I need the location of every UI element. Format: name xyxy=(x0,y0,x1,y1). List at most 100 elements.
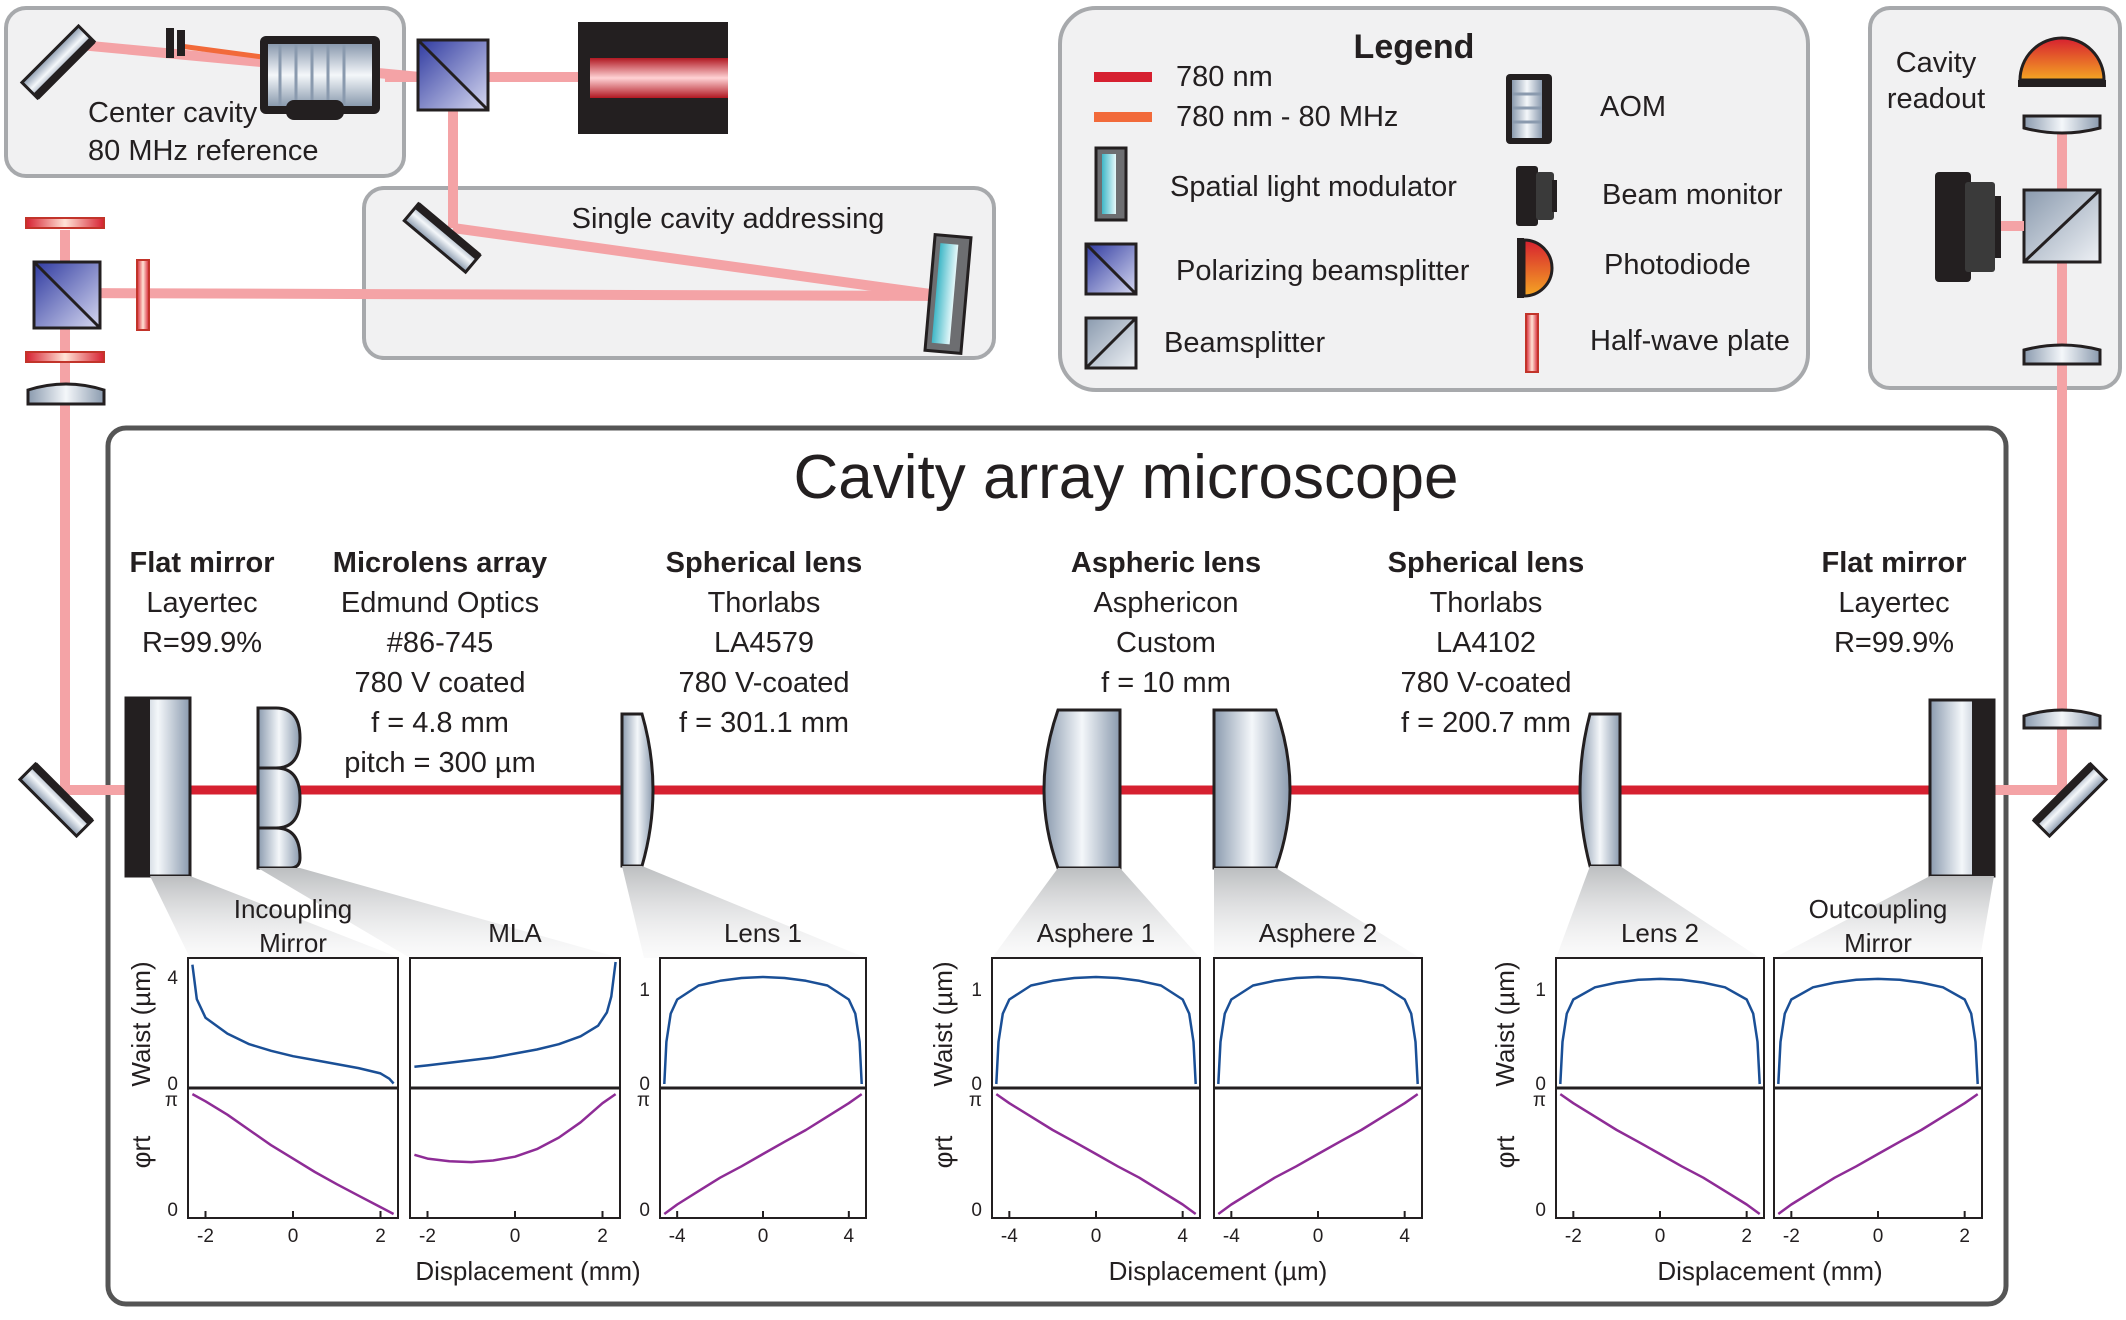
panel-title: MLA xyxy=(488,918,542,948)
orange-line-icon xyxy=(1094,112,1152,122)
svg-text:Custom: Custom xyxy=(1116,627,1216,659)
svg-text:pitch = 300 µm: pitch = 300 µm xyxy=(344,747,536,779)
legend-label: Polarizing beamsplitter xyxy=(1176,255,1470,287)
x-tick-label: 0 xyxy=(1091,1226,1102,1247)
microscope-title: Cavity array microscope xyxy=(794,443,1459,512)
x-axis-label: Displacement (mm) xyxy=(1657,1256,1882,1286)
y-tick-label: 0 xyxy=(1535,1200,1546,1221)
center-cavity-label: 80 MHz reference xyxy=(88,135,319,167)
waist-plot-frame xyxy=(659,957,867,1089)
shifted-beam xyxy=(179,43,271,61)
panel-title: Lens 1 xyxy=(724,918,802,948)
x-tick-label: 2 xyxy=(1959,1226,1970,1247)
y-axis-label-phase: φrt xyxy=(126,1135,156,1169)
waist-plot-frame xyxy=(991,957,1201,1089)
aom-icon xyxy=(1506,74,1552,144)
x-tick-label: 2 xyxy=(597,1226,608,1247)
phase-curve xyxy=(414,1093,617,1164)
cavity-readout-label: readout xyxy=(1887,83,1985,115)
y-tick-label: π xyxy=(165,1090,178,1111)
x-tick-label: 0 xyxy=(758,1226,769,1247)
component-aspheric-lens: Aspheric lens Asphericon Custom f = 10 m… xyxy=(1071,547,1261,699)
half-wave-plate-icon xyxy=(1525,313,1539,373)
svg-text:f = 301.1 mm: f = 301.1 mm xyxy=(679,707,849,739)
svg-text:#86-745: #86-745 xyxy=(387,627,493,659)
svg-text:Layertec: Layertec xyxy=(1838,587,1949,619)
spherical-lens-icon xyxy=(620,712,655,868)
svg-text:R=99.9%: R=99.9% xyxy=(142,627,262,659)
component-microlens-array: Microlens array Edmund Optics #86-745 78… xyxy=(333,547,547,779)
y-tick-label: π xyxy=(637,1090,650,1111)
aom-icon xyxy=(260,36,380,120)
x-tick-label: 2 xyxy=(1741,1226,1752,1247)
x-tick-label: 0 xyxy=(510,1226,521,1247)
asphere-1-icon xyxy=(1042,708,1122,870)
y-tick-label: 1 xyxy=(1535,980,1546,1001)
cavity-readout-label: Cavity xyxy=(1896,47,1977,79)
mirror-icon xyxy=(402,201,482,275)
component-spherical-lens-2: Spherical lens Thorlabs LA4102 780 V-coa… xyxy=(1388,547,1585,739)
y-tick-label: 4 xyxy=(167,968,178,989)
lens-icon xyxy=(2022,114,2102,135)
slm-icon xyxy=(1094,146,1128,222)
svg-text:Flat mirror: Flat mirror xyxy=(1821,547,1966,579)
panel-title: Asphere 2 xyxy=(1259,918,1378,948)
lens-icon xyxy=(26,382,106,406)
x-axis-label: Displacement (µm) xyxy=(1109,1256,1328,1286)
half-wave-plate-icon xyxy=(25,351,105,363)
waist-curve xyxy=(191,964,395,1085)
waist-curve xyxy=(414,961,617,1069)
phase-curve xyxy=(191,1093,395,1216)
beam-monitor-icon xyxy=(1516,166,1557,226)
mirror-icon xyxy=(2031,761,2109,839)
svg-text:Thorlabs: Thorlabs xyxy=(708,587,821,619)
x-tick-label: 2 xyxy=(375,1226,386,1247)
panel-title: Incoupling xyxy=(234,894,353,924)
svg-text:Edmund Optics: Edmund Optics xyxy=(341,587,539,619)
asphere-2-icon xyxy=(1212,708,1292,870)
svg-text:Aspheric lens: Aspheric lens xyxy=(1071,547,1261,579)
y-tick-label: π xyxy=(1533,1090,1546,1111)
x-tick-label: 0 xyxy=(288,1226,299,1247)
phase-curve xyxy=(1777,1093,1979,1216)
component-flat-mirror-out: Flat mirror Layertec R=99.9% xyxy=(1821,547,1966,659)
waist-plot-frame xyxy=(1555,957,1765,1089)
phase-curve xyxy=(1559,1093,1761,1216)
panel-title: Mirror xyxy=(1844,928,1912,958)
photodiode-icon xyxy=(1517,238,1554,298)
svg-text:780 V-coated: 780 V-coated xyxy=(679,667,850,699)
y-tick-label: 0 xyxy=(971,1200,982,1221)
photodiode-icon xyxy=(2018,36,2106,87)
panel-title: Lens 2 xyxy=(1621,918,1699,948)
x-tick-label: 4 xyxy=(844,1226,855,1247)
legend-label: 780 nm - 80 MHz xyxy=(1176,101,1398,133)
y-tick-label: 1 xyxy=(639,980,650,1001)
svg-text:Asphericon: Asphericon xyxy=(1093,587,1238,619)
red-line-icon xyxy=(1094,72,1152,82)
legend-label: 780 nm xyxy=(1176,61,1273,93)
x-tick-label: -4 xyxy=(1001,1226,1018,1247)
x-tick-label: 0 xyxy=(1873,1226,1884,1247)
waist-curve xyxy=(663,975,863,1085)
outcoupling-mirror-icon xyxy=(1928,698,1996,878)
component-spherical-lens-1: Spherical lens Thorlabs LA4579 780 V-coa… xyxy=(666,547,863,739)
y-tick-label: 0 xyxy=(971,1074,982,1095)
svg-text:Flat mirror: Flat mirror xyxy=(129,547,274,579)
legend-label: Photodiode xyxy=(1604,249,1751,281)
y-tick-label: 0 xyxy=(167,1200,178,1221)
y-tick-label: 0 xyxy=(167,1074,178,1095)
x-tick-label: 0 xyxy=(1655,1226,1666,1247)
plots: Displacement (mm)Waist (µm)φrtIncoupling… xyxy=(126,894,1983,1286)
zoom-shading xyxy=(150,866,1994,958)
waist-curve xyxy=(995,975,1197,1085)
half-wave-plate-icon xyxy=(25,217,105,229)
waist-plot-frame xyxy=(1773,957,1983,1089)
slm-icon xyxy=(923,233,973,355)
component-flat-mirror-in: Flat mirror Layertec R=99.9% xyxy=(129,547,274,659)
panel-title: Asphere 1 xyxy=(1037,918,1156,948)
svg-text:f = 4.8 mm: f = 4.8 mm xyxy=(371,707,509,739)
